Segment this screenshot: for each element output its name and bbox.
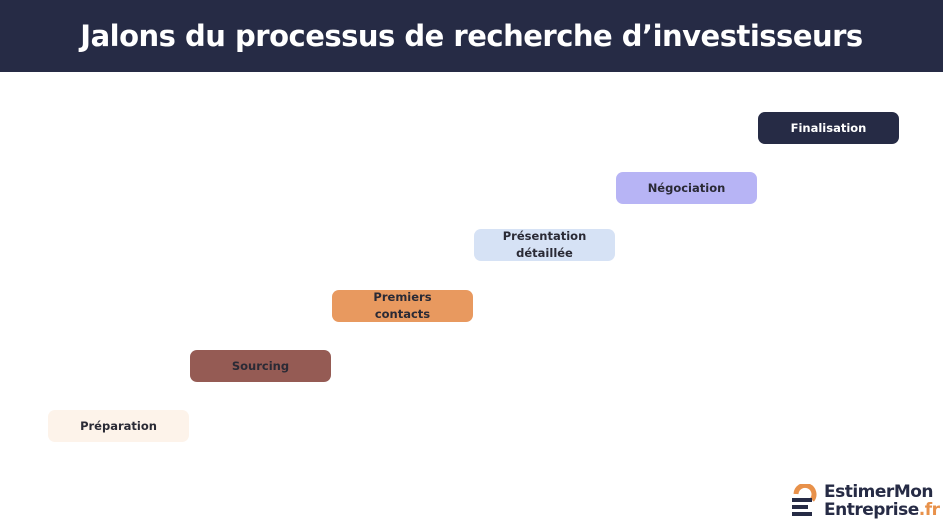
step-sourcing: Sourcing: [190, 350, 331, 382]
brand-logo: EstimerMon Entreprise.fr: [790, 483, 940, 519]
step-preparation: Préparation: [48, 410, 189, 442]
logo-line1: EstimerMon: [824, 482, 934, 502]
step-presentation-detaillee: Présentation détaillée: [474, 229, 615, 261]
logo-suffix: .fr: [918, 500, 940, 520]
step-negociation: Négociation: [616, 172, 757, 204]
logo-icon: [792, 484, 817, 516]
logo-line2: Entreprise: [824, 500, 919, 520]
page-title: Jalons du processus de recherche d’inves…: [0, 0, 943, 72]
step-premiers-contacts: Premiers contacts: [332, 290, 473, 322]
step-finalisation: Finalisation: [758, 112, 899, 144]
